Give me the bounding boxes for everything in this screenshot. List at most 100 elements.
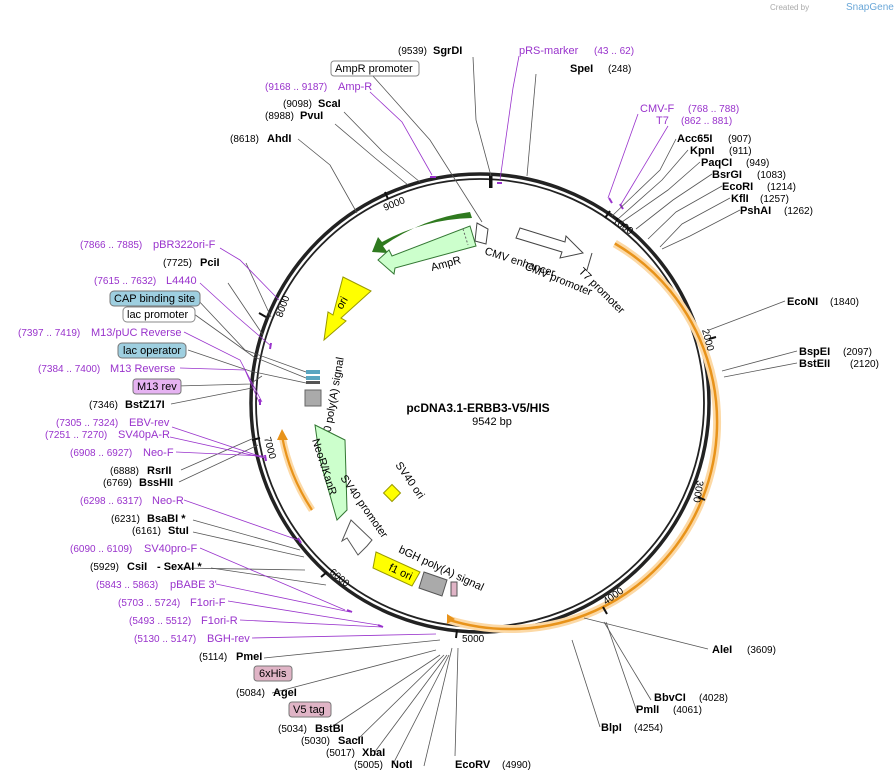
origin-marker [489,176,493,188]
kpni-coord: (911) [729,146,752,157]
pcii-label[interactable]: PciI [200,257,220,269]
v5tag-label[interactable]: V5 tag [293,704,325,716]
rsrii-label[interactable]: RsrII [147,465,171,477]
kfli-label[interactable]: KflI [731,193,749,205]
sexai-label[interactable]: - SexAI * [157,561,202,573]
lac-promoter-box [122,306,196,323]
ampr-promoter-box [330,60,420,77]
snapgene-logo: SnapGene [846,2,894,13]
econi-label[interactable]: EcoNI [787,296,818,308]
cmvf-range: (768 .. 788) [688,104,739,115]
agei-label[interactable]: AgeI [273,687,297,699]
bsrgi-label[interactable]: BsrGI [712,169,742,181]
xbai-label[interactable]: XbaI [362,747,385,759]
bstz17i-coord: (7346) [89,400,118,411]
f1-ori-feature [372,551,421,587]
lac-operator-box [117,342,187,359]
stui-label[interactable]: StuI [168,525,189,537]
pshai-coord: (1262) [784,206,813,217]
prs-marker-label[interactable]: pRS-marker [519,45,579,57]
kpni-label[interactable]: KpnI [690,145,714,157]
m13puc-label[interactable]: M13/pUC Reverse [91,327,181,339]
bsrgi-coord: (1083) [757,170,786,181]
cmvf-label[interactable]: CMV-F [640,103,675,115]
f1f-label[interactable]: F1ori-F [190,597,226,609]
noti-label[interactable]: NotI [391,759,412,771]
lac-promoter-label[interactable]: lac promoter [127,309,188,321]
t7-primer-label[interactable]: T7 [656,115,669,127]
bgh-polya-feature [418,571,448,597]
bspei-coord: (2097) [843,347,872,358]
lac-operator-label[interactable]: lac operator [123,345,181,357]
scai-label[interactable]: ScaI [318,98,341,110]
bspei-label[interactable]: BspEI [799,346,830,358]
v5-his-mark [450,581,458,597]
sgrdi-label[interactable]: SgrDI [433,45,462,57]
csii-label[interactable]: CsiI [127,561,147,573]
sacii-label[interactable]: SacII [338,735,364,747]
v5tag-box [288,701,332,718]
tick-1000: 1000 [610,215,635,237]
prs-marker-range: (43 .. 62) [594,46,634,57]
left-arc-arrowhead [277,429,288,440]
insert-arc-glow [446,240,722,634]
ampr-primer-range: (9168 .. 9187) [265,82,327,93]
sv40pa-label[interactable]: SV40pA-R [118,429,170,441]
pmli-label[interactable]: PmlI [636,704,659,716]
t7-promoter-mark [586,252,593,271]
xbai-coord: (5017) [326,748,355,759]
ampr-primer-label[interactable]: Amp-R [338,81,372,93]
pmei-coord: (5114) [199,652,227,663]
pshai-label[interactable]: PshAI [740,205,771,217]
cap-label[interactable]: CAP binding site [114,293,195,305]
ampr-promoter-box-label[interactable]: AmpR promoter [335,63,413,75]
bstbi-coord: (5034) [278,724,307,735]
lac-promoter-mark [306,381,320,384]
f1f-range: (5703 .. 5724) [118,598,180,609]
bbvci-label[interactable]: BbvCI [654,692,686,704]
pbabe-label[interactable]: pBABE 3' [170,579,217,591]
spei-label[interactable]: SpeI [570,63,593,75]
m13rev-full-label[interactable]: M13 Reverse [110,363,175,375]
ecorv-label[interactable]: EcoRV [455,759,491,771]
bsteii-coord: (2120) [850,359,879,370]
pvui-coord: (8988) [265,111,294,122]
bsshii-label[interactable]: BssHII [139,477,173,489]
pmei-label[interactable]: PmeI [236,651,262,663]
acc65i-label[interactable]: Acc65I [677,133,712,145]
m13rev-box [132,378,182,395]
ahdi-label[interactable]: AhdI [267,133,291,145]
bgh-range: (5130 .. 5147) [134,634,196,645]
ecori-label[interactable]: EcoRI [722,181,753,193]
neof-range: (6908 .. 6927) [70,448,132,459]
bstz17i-label[interactable]: BstZ17I [125,399,165,411]
ampr-feature [377,225,477,275]
l4440-label[interactable]: L4440 [166,275,197,287]
bstbi-label[interactable]: BstBI [315,723,344,735]
ampr-dash [462,228,469,246]
ecorv-coord: (4990) [502,760,531,771]
blpi-label[interactable]: BlpI [601,722,622,734]
sixhis-label[interactable]: 6xHis [259,668,287,680]
neor-primer-range: (6298 .. 6317) [80,496,142,507]
pbr-range: (7866 .. 7885) [80,240,142,251]
ebv-label[interactable]: EBV-rev [129,417,170,429]
paqci-label[interactable]: PaqCI [701,157,732,169]
pbr-label[interactable]: pBR322ori-F [153,239,216,251]
neor-primer-label[interactable]: Neo-R [152,495,184,507]
pvui-label[interactable]: PvuI [300,110,323,122]
alei-label[interactable]: AleI [712,644,732,656]
bsabi-label[interactable]: BsaBI * [147,513,186,525]
m13rev-label[interactable]: M13 rev [137,381,177,393]
sv40pro-label[interactable]: SV40pro-F [144,543,197,555]
ebv-range: (7305 .. 7324) [56,418,118,429]
sgrdi-coord: (9539) [398,46,427,57]
m13puc-range: (7397 .. 7419) [18,328,80,339]
f1r-label[interactable]: F1ori-R [201,615,238,627]
bgh-label[interactable]: BGH-rev [207,633,250,645]
neof-label[interactable]: Neo-F [143,447,174,459]
bsteii-label[interactable]: BstEII [799,358,830,370]
f1r-range: (5493 .. 5512) [129,616,191,627]
plasmid-title: pcDNA3.1-ERBB3-V5/HIS [406,401,549,415]
